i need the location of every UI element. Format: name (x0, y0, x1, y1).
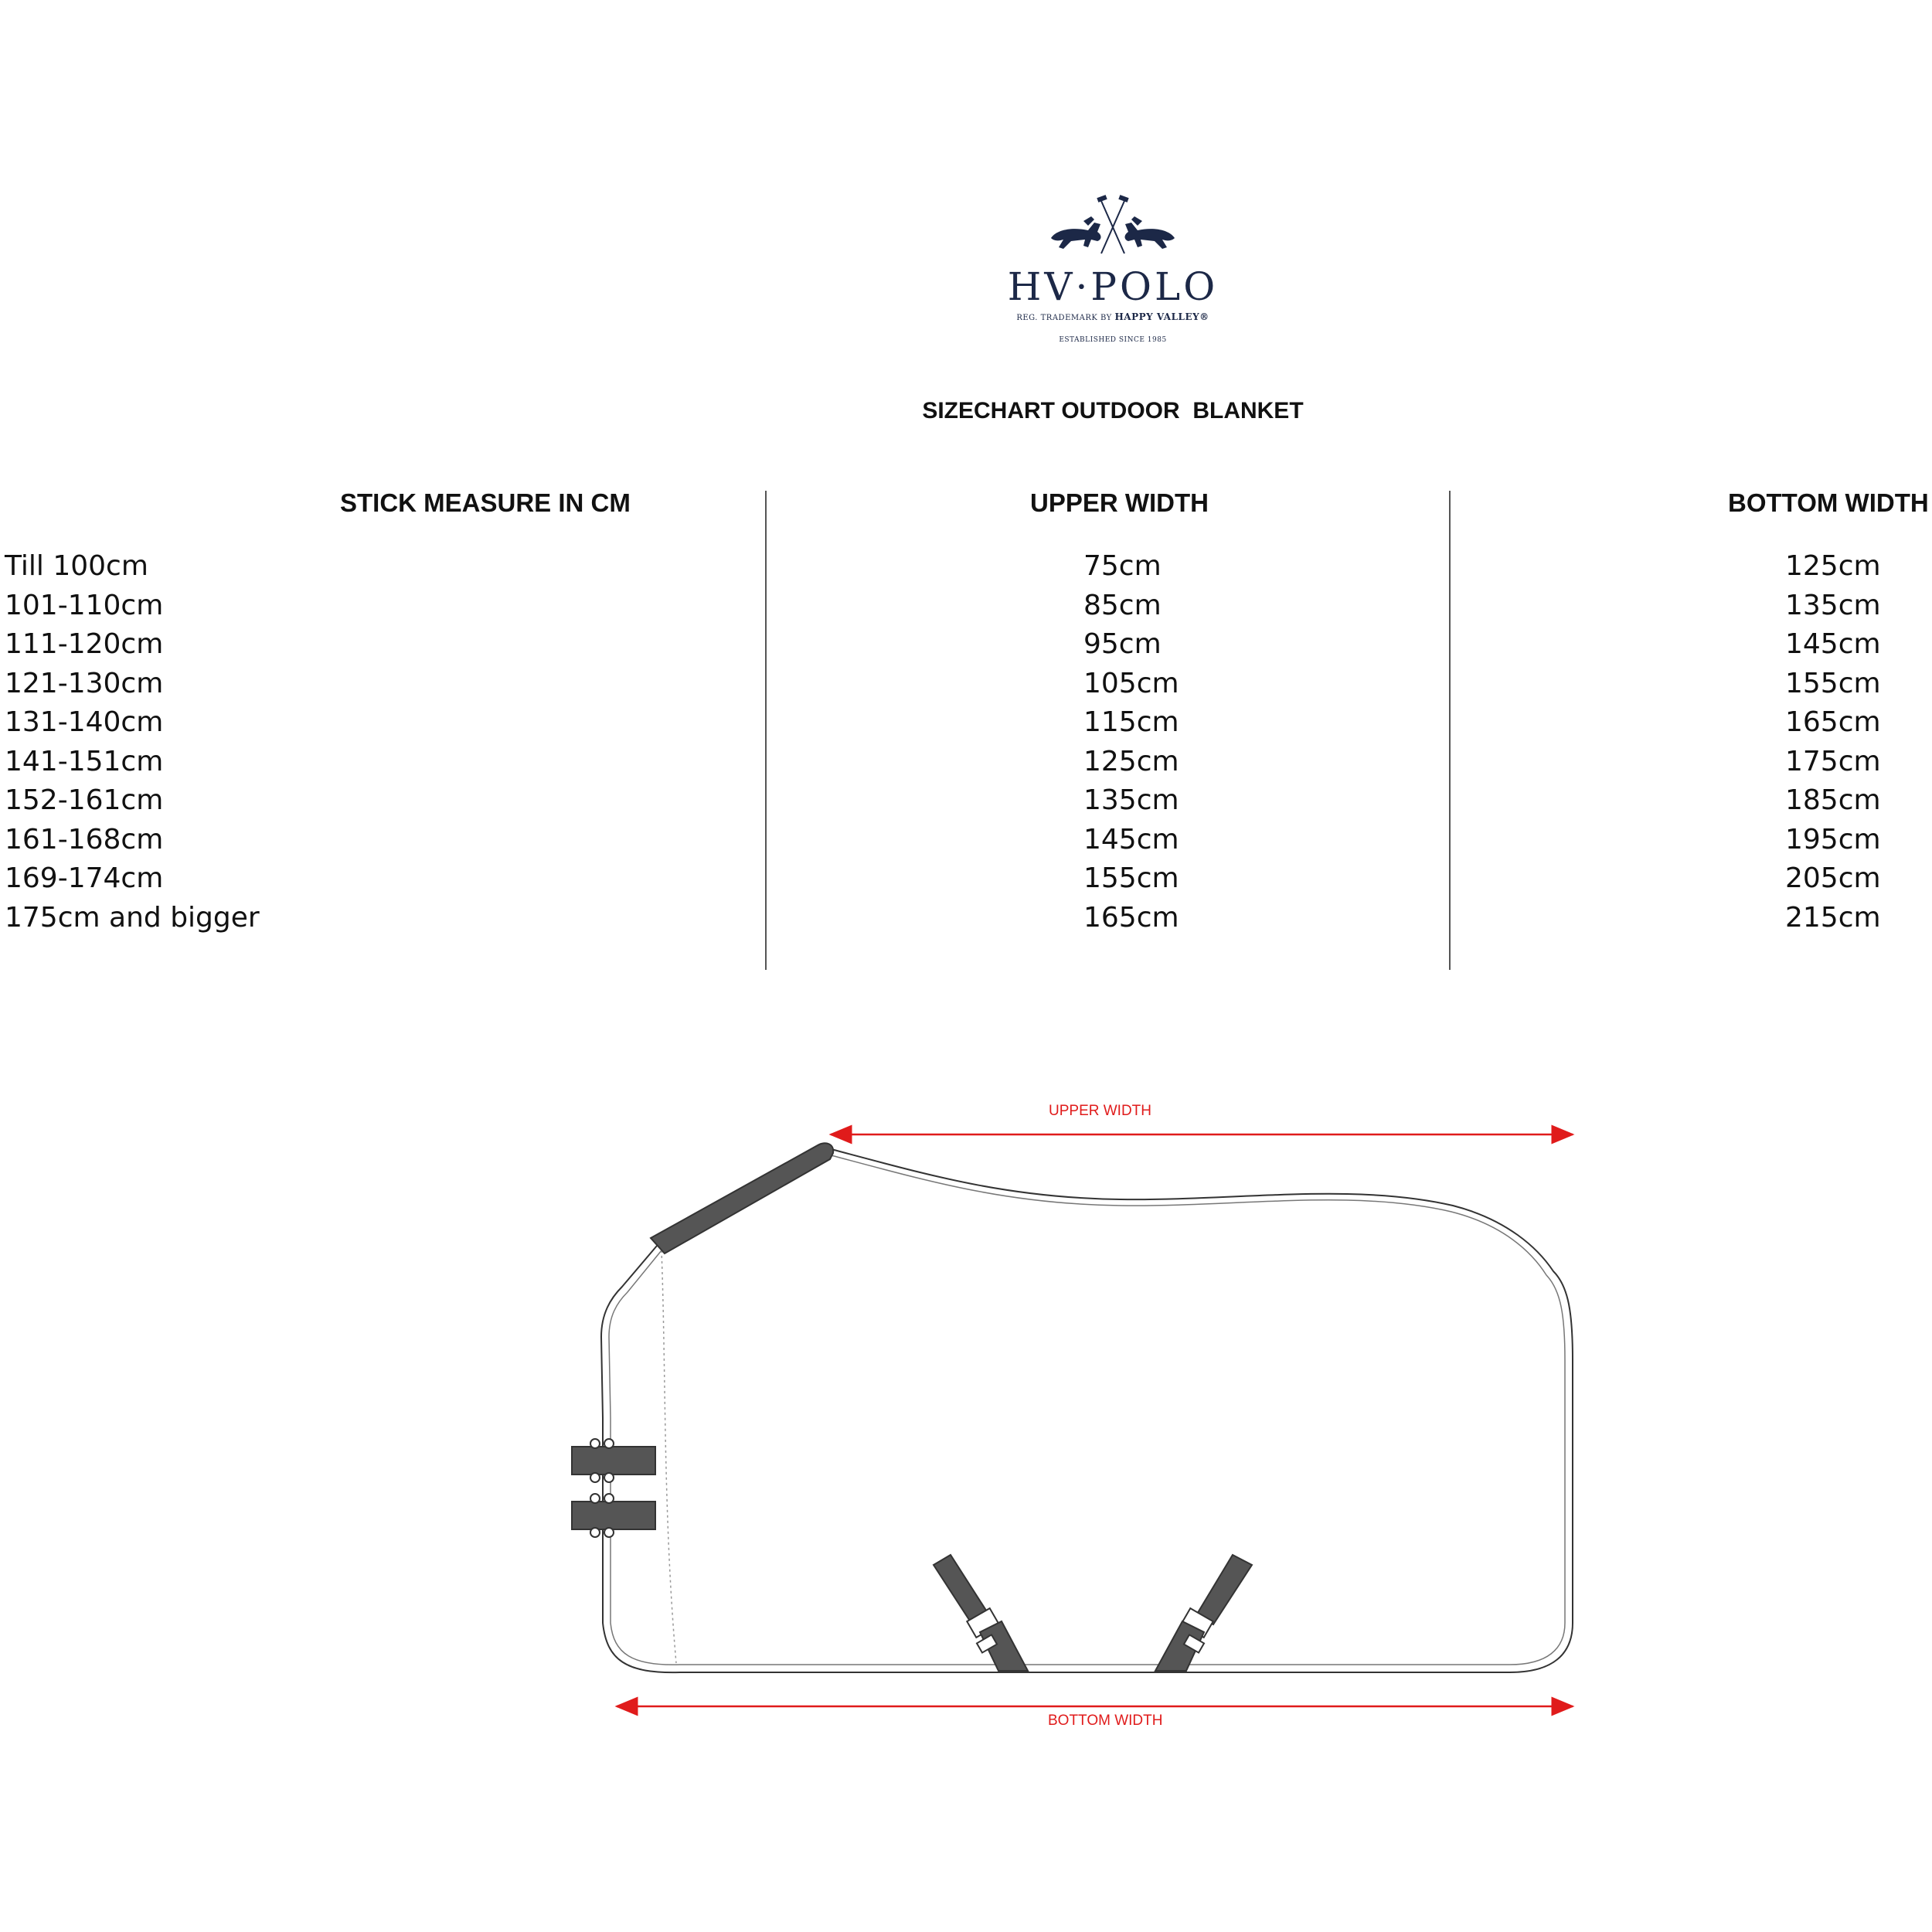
upper-width-cell: 165cm (1083, 901, 1179, 934)
stick-measure-cell: 152-161cm (5, 784, 164, 816)
bottom-width-cell: 215cm (1785, 901, 1881, 934)
blanket-trim (608, 1153, 1566, 1665)
stick-measure-cell: 175cm and bigger (5, 901, 260, 934)
brand-logo: HV·POLO REG. TRADEMARK BY HAPPY VALLEY® … (958, 193, 1267, 355)
upper-width-cell: 115cm (1083, 706, 1179, 738)
bottom-width-column: 125cm 135cm 145cm 155cm 165cm 175cm 185c… (1785, 547, 1881, 937)
stick-measure-cell: 111-120cm (5, 628, 164, 660)
stick-measure-cell: Till 100cm (5, 550, 148, 582)
trademark-prefix: REG. TRADEMARK BY (1016, 314, 1115, 322)
stick-measure-cell: 121-130cm (5, 667, 164, 699)
trademark-name: HAPPY VALLEY® (1114, 311, 1209, 322)
bottom-width-cell: 165cm (1785, 706, 1881, 738)
column-divider (765, 491, 767, 970)
blanket-seam (661, 1250, 677, 1664)
stick-measure-cell: 161-168cm (5, 823, 164, 855)
stick-measure-cell: 131-140cm (5, 706, 164, 738)
upper-width-column: 75cm 85cm 95cm 105cm 115cm 125cm 135cm 1… (1083, 547, 1179, 937)
bottom-width-cell: 185cm (1785, 784, 1881, 816)
upper-width-cell: 75cm (1083, 550, 1162, 582)
upper-width-cell: 95cm (1083, 628, 1162, 660)
stick-measure-cell: 101-110cm (5, 589, 164, 621)
blanket-diagram: UPPER WIDTH BOTTOM WIDTH (0, 1082, 1932, 1777)
upper-width-cell: 125cm (1083, 745, 1179, 777)
bottom-width-cell: 175cm (1785, 745, 1881, 777)
header-upper-width: UPPER WIDTH (1030, 488, 1209, 517)
column-divider (1449, 491, 1451, 970)
upper-width-cell: 155cm (1083, 862, 1179, 894)
stick-measure-cell: 141-151cm (5, 745, 164, 777)
belly-strap-left (932, 1553, 1029, 1672)
bottom-width-cell: 145cm (1785, 628, 1881, 660)
stick-measure-column: Till 100cm 101-110cm 111-120cm 121-130cm… (5, 547, 260, 937)
bottom-width-cell: 125cm (1785, 550, 1881, 582)
brand-name: HV·POLO (1007, 264, 1219, 309)
bottom-width-cell: 195cm (1785, 823, 1881, 855)
polo-horses-icon (1051, 195, 1175, 254)
upper-width-cell: 105cm (1083, 667, 1179, 699)
stick-measure-cell: 169-174cm (5, 862, 164, 894)
page-title: SIZECHART OUTDOOR BLANKET (922, 398, 1304, 423)
upper-width-label: UPPER WIDTH (1049, 1103, 1151, 1119)
neck-strap (649, 1142, 835, 1255)
header-stick-measure: STICK MEASURE IN CM (340, 488, 631, 517)
bottom-width-label: BOTTOM WIDTH (1048, 1713, 1163, 1729)
chest-buckle-bottom (571, 1493, 656, 1538)
chest-buckle-top (571, 1438, 656, 1483)
bottom-width-cell: 205cm (1785, 862, 1881, 894)
trademark-line: REG. TRADEMARK BY HAPPY VALLEY® (958, 311, 1267, 322)
header-bottom-width: BOTTOM WIDTH (1728, 488, 1929, 517)
belly-strap-right (1154, 1553, 1253, 1672)
upper-width-cell: 135cm (1083, 784, 1179, 816)
blanket-outline (600, 1147, 1573, 1674)
bottom-width-cell: 155cm (1785, 667, 1881, 699)
established-line: ESTABLISHED SINCE 1985 (1059, 336, 1167, 344)
upper-width-cell: 145cm (1083, 823, 1179, 855)
upper-width-cell: 85cm (1083, 589, 1162, 621)
bottom-width-cell: 135cm (1785, 589, 1881, 621)
